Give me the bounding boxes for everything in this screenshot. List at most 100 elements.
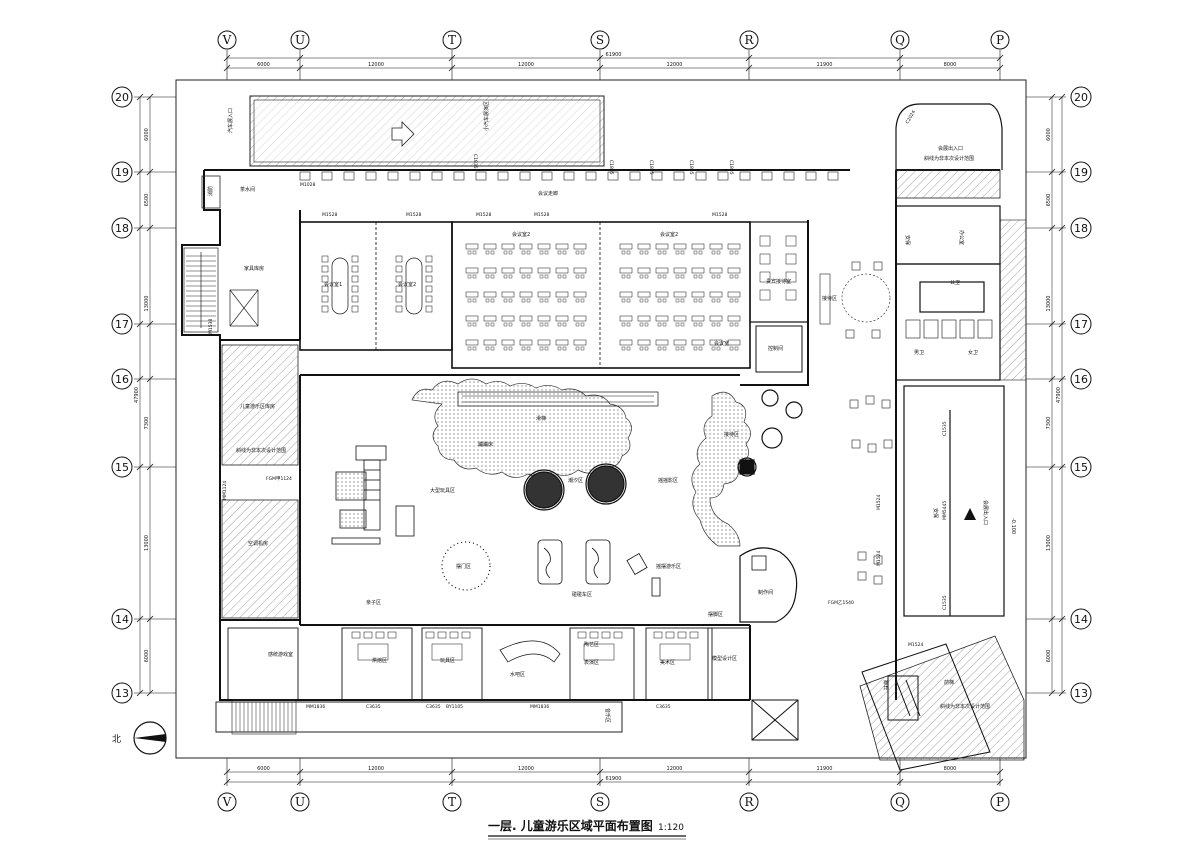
furniture-store-label: 家具库房 [244,265,264,272]
drawing-frame [175,79,1027,759]
column-axis-label: Q [895,795,905,809]
column-axis-label: S [596,795,604,809]
dimension-label: 6500 [144,194,150,207]
drawing-scale: 1:120 [658,823,684,833]
dimension-label: 12000 [368,62,384,68]
dimension-label: 6000 [1046,650,1052,663]
window-c1835d: C1835 [688,160,694,175]
shadow-zone-label: 摇摇影区 [658,477,678,484]
door-m1524a: M1524 [876,495,882,510]
security-door-label: 安保 [932,508,939,518]
window-c3635b: C3635 [426,704,441,710]
craft-zone-label: 陶艺区 [584,641,599,648]
door-mm1836a: MM1836 [306,704,325,710]
row-axis-label: 15 [115,461,129,474]
dimension-label: 13000 [144,535,150,551]
door-m1538: M1538 [208,319,214,334]
column-axis-label: T [448,795,456,809]
column-axis-label: V [222,795,232,809]
door-m1524c: M1524 [908,642,923,648]
column-axis-label: Q [895,33,905,47]
not-in-scope-3-label: 斜线为非本次设计范围 [940,703,990,710]
door-m1528b: M1528 [406,212,421,218]
office-label: 办公室 [958,230,965,245]
window-c1835e: C1835 [728,160,734,175]
row-axis-label: 15 [1074,461,1088,474]
bakery-room-label: 烘焙区 [372,657,387,664]
door-m1528a: M1528 [322,212,337,218]
dimension-label: 6000 [144,650,150,663]
row-axis-label: 17 [115,318,129,331]
dimension-label: 6500 [1046,194,1052,207]
window-c1835a: C1835 [472,154,478,169]
hvac-room-label: 空调机房 [248,540,268,547]
row-axis-label: 19 [1074,166,1088,179]
dimension-total-label: 61900 [606,776,622,782]
door-m1028: M1028 [300,182,315,188]
dimension-label: 12000 [518,62,534,68]
row-axis-label: 20 [115,91,129,104]
meeting-room-1-label: 会议室1 [324,281,342,288]
fire-control-label: 消防 [207,186,214,196]
dimension-label: 8000 [944,766,957,772]
row-axis-label: 16 [115,373,129,386]
water-room-label: 茶水间 [240,186,255,193]
escalator-block [751,643,991,771]
column-axis-label: R [744,795,754,809]
wave-balls-label: 潮汐区 [568,477,583,484]
door-fgm1124: FGM甲1124 [266,476,292,482]
row-axis-label: 17 [1074,318,1088,331]
window-c2024: C2024 [905,109,918,125]
dimension-label: 6000 [257,62,270,68]
music-room-label: 摆门区 [456,563,471,570]
column-axis-label: R [744,33,754,47]
dress-zone-label: 摆脚区 [708,611,723,618]
column-axis-label: T [448,33,456,47]
art-zone-label: 美术区 [660,659,675,666]
production-room-label: 制作间 [758,589,773,596]
main-entrance-label: 会展出入口 [982,500,989,525]
row-axis-label: 20 [1074,91,1088,104]
dimension-label: 6000 [257,766,270,772]
bottom-corridor [215,701,623,733]
level-label: -0.100 [1010,518,1016,534]
carousel-ring [441,541,491,591]
door-mm1836b: MM1836 [530,704,549,710]
big-playground-label: 大型玩具区 [430,487,455,494]
window-c3635c: C3635 [656,704,671,710]
car-showroom: 汽车展入口 小汽车展演区 [227,95,605,167]
vip-lounge-label: 贵宾接待室 [766,278,791,285]
door-mm5445: MM5445 [942,501,948,520]
meeting-room-block [299,221,809,373]
stair-left [183,247,259,333]
column-axis-label: P [996,33,1004,47]
corridor-window-row [299,171,839,181]
slide-structure [457,391,659,407]
window-c3635a: C3635 [366,704,381,710]
dimension-total-label: 47900 [1056,387,1062,403]
dimension-total-label: 47900 [134,387,140,403]
row-axis-label: 19 [115,166,129,179]
entrance-arrow-icon [964,508,976,520]
drawing-title: 一层. 儿童游乐区域平面布置图 [488,818,653,833]
row-axis-label: 13 [1074,687,1088,700]
toy-zone-label: 玩具区 [440,658,455,664]
door-m1524b: M1524 [876,551,882,566]
not-in-scope-1-label: 斜线为非本次设计范围 [236,447,286,454]
dimension-label: 8000 [944,62,957,68]
window-c1835c: C1835 [648,160,654,175]
car-zone-label: 碰碰车区 [572,591,592,598]
water-zone-label: 水吧区 [510,671,525,678]
window-c1535a: C1535 [942,421,948,436]
escalator-label: 扶梯 [883,680,890,690]
female-wc-label: 女卫 [968,349,978,356]
big-playground-structure [331,445,415,545]
door-fgm1540: FGM乙1540 [828,599,854,606]
dimension-label: 12000 [518,766,534,772]
